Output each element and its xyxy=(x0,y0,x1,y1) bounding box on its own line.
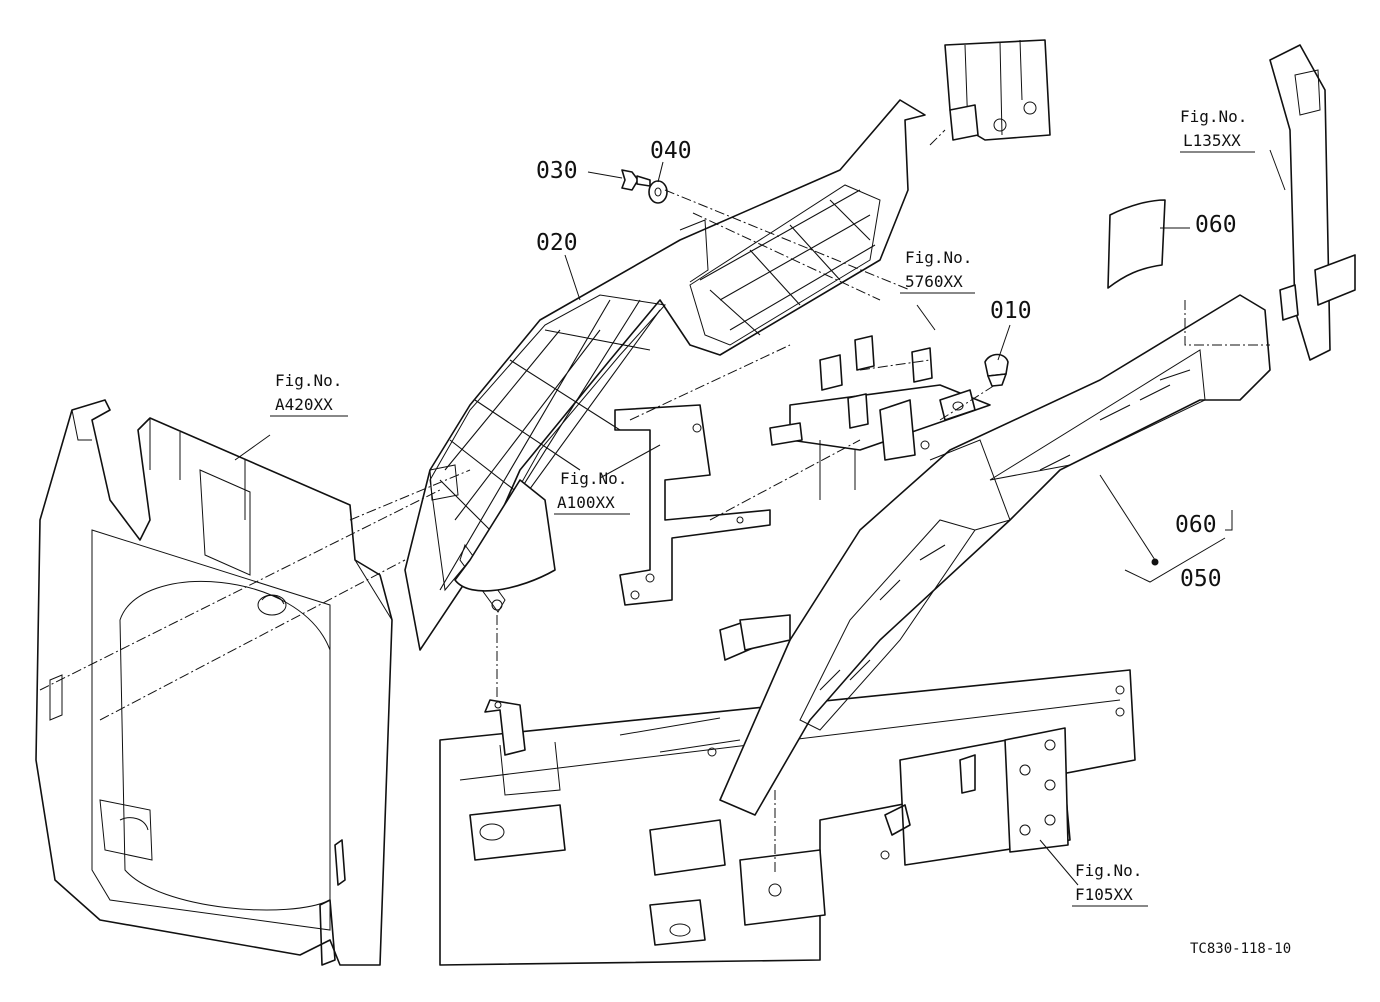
svg-text:Fig.No.: Fig.No. xyxy=(1180,107,1247,126)
label-060-bottom: 060 xyxy=(1175,512,1217,538)
assembly-lines xyxy=(39,129,1270,875)
washer-part-040 xyxy=(648,180,668,204)
svg-text:Fig.No.: Fig.No. xyxy=(275,371,342,390)
svg-text:F105XX: F105XX xyxy=(1075,885,1133,904)
label-020: 020 xyxy=(536,230,578,256)
figref-f105: Fig.No. F105XX xyxy=(1072,861,1148,907)
figref-a420: Fig.No. A420XX xyxy=(270,371,348,417)
label-030: 030 xyxy=(536,158,578,184)
label-050: 050 xyxy=(1180,566,1222,592)
label-040: 040 xyxy=(650,138,692,164)
label-060-top: 060 xyxy=(1195,212,1237,238)
svg-text:Fig.No.: Fig.No. xyxy=(905,248,972,267)
svg-text:5760XX: 5760XX xyxy=(905,272,963,291)
svg-text:A100XX: A100XX xyxy=(557,493,615,512)
svg-text:A420XX: A420XX xyxy=(275,395,333,414)
cap-part-010 xyxy=(984,353,1009,387)
grille-guard-part-020 xyxy=(404,99,926,651)
drawing-code: TC830-118-10 xyxy=(1190,941,1291,957)
bracket-part xyxy=(614,404,771,606)
figref-l135: Fig.No. L135XX xyxy=(1180,107,1255,153)
lower-bracket-part xyxy=(484,699,526,756)
svg-text:L135XX: L135XX xyxy=(1183,131,1241,150)
labels: 030 040 020 010 060 060 050 Fig.No. L135… xyxy=(270,107,1291,957)
figref-5760: Fig.No. 5760XX xyxy=(900,248,975,294)
front-frame-part xyxy=(35,399,393,966)
label-010: 010 xyxy=(990,298,1032,324)
svg-text:Fig.No.: Fig.No. xyxy=(1075,861,1142,880)
cab-post-part xyxy=(944,39,1356,361)
wing-bolt-part-030 xyxy=(621,169,651,191)
step-bar-part-050 xyxy=(719,294,1271,816)
svg-text:Fig.No.: Fig.No. xyxy=(560,469,627,488)
leader-lines xyxy=(234,149,1286,886)
pad-part-060-top xyxy=(1107,199,1166,289)
figref-a100: Fig.No. A100XX xyxy=(554,469,630,515)
chassis-part xyxy=(439,669,1136,966)
